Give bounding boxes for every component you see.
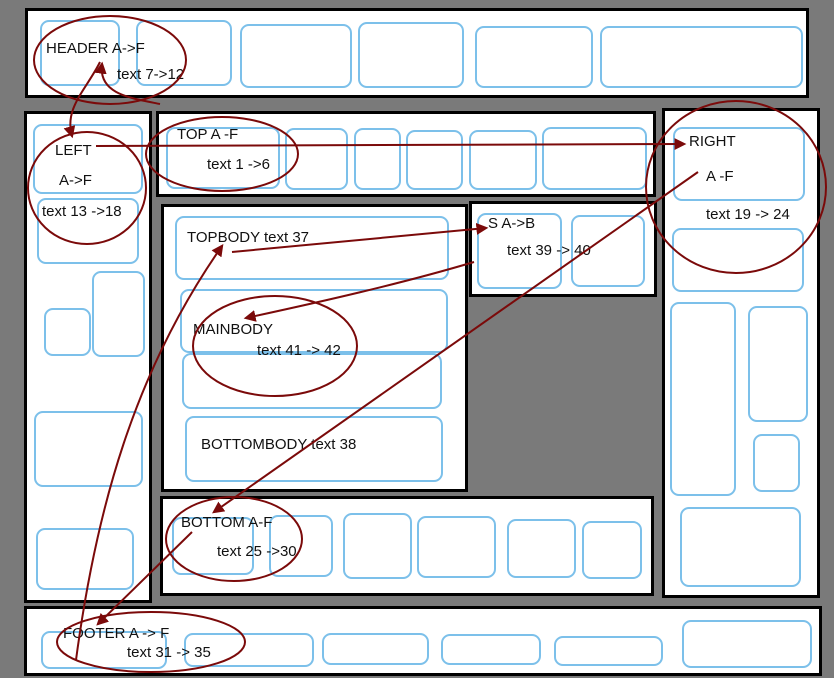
- mainbody-text-label: text 41 -> 42: [257, 342, 341, 359]
- top-cell: [354, 128, 401, 190]
- top-cell: [406, 130, 463, 190]
- mainbody-cell: [182, 353, 442, 409]
- topbody-label: TOPBODY text 37: [187, 229, 309, 246]
- bottom-title-label: BOTTOM A-F: [181, 514, 273, 531]
- header-cell: [240, 24, 352, 88]
- top-cell: [469, 130, 537, 190]
- footer-cell: [322, 633, 429, 665]
- right-cell: [670, 302, 736, 496]
- left-range-label: A->F: [59, 172, 92, 189]
- right-cell: [680, 507, 801, 587]
- left-cell: [36, 528, 134, 590]
- bottom-cell: [582, 521, 642, 579]
- header-cell: [358, 22, 464, 88]
- left-cell: [92, 271, 145, 357]
- header-title-label: HEADER A->F: [46, 40, 145, 57]
- side-title-label: S A->B: [488, 215, 536, 232]
- right-cell: [672, 228, 804, 292]
- right-text-label: text 19 -> 24: [706, 206, 790, 223]
- right-title-label: RIGHT: [689, 133, 736, 150]
- right-cell: [753, 434, 800, 492]
- footer-title-label: FOOTER A -> F: [63, 625, 170, 642]
- bottom-cell: [417, 516, 496, 578]
- mainbody-title-label: MAINBODY: [193, 321, 274, 338]
- topbody-cell: [175, 216, 449, 280]
- header-text-label: text 7->12: [117, 66, 185, 83]
- right-cell: [748, 306, 808, 422]
- top-title-label: TOP A -F: [177, 126, 239, 143]
- bottom-cell: [343, 513, 412, 579]
- footer-cell: [554, 636, 663, 666]
- footer-cell: [682, 620, 812, 668]
- left-text-label: text 13 ->18: [42, 203, 122, 220]
- footer-cell: [441, 634, 541, 665]
- left-title-label: LEFT: [55, 142, 92, 159]
- bottombody-label: BOTTOMBODY text 38: [201, 436, 357, 453]
- left-cell: [34, 411, 143, 487]
- top-text-label: text 1 ->6: [207, 156, 270, 173]
- top-cell: [542, 127, 647, 190]
- bottom-cell: [507, 519, 576, 578]
- left-cell: [44, 308, 91, 356]
- header-cell: [600, 26, 803, 88]
- side-text-label: text 39 -> 40: [507, 242, 591, 259]
- bottom-text-label: text 25 ->30: [217, 543, 297, 560]
- top-cell: [285, 128, 348, 190]
- header-cell: [475, 26, 593, 88]
- right-range-label: A -F: [706, 168, 734, 185]
- footer-text-label: text 31 -> 35: [127, 644, 211, 661]
